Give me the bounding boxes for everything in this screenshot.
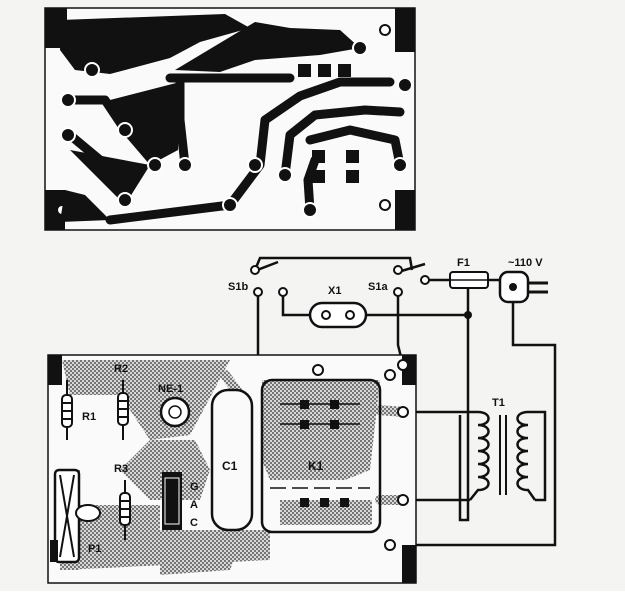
p1-label: P1 (88, 543, 101, 555)
s1b-label: S1b (228, 281, 248, 293)
copper-pour (60, 190, 110, 222)
c1-label: C1 (222, 459, 238, 473)
board-corner-tab (402, 545, 416, 583)
ne1-label: NE-1 (158, 383, 183, 395)
pin-g-label: G (190, 481, 199, 493)
transformer-t1 (469, 410, 537, 501)
mains-voltage-label: ~110 V (508, 257, 543, 269)
junction-dot (464, 311, 472, 319)
potentiometer-p1[interactable] (50, 468, 101, 564)
x1-label: X1 (328, 285, 341, 297)
board-corner-tab (395, 8, 415, 52)
bottom-pcb-component-layout: K1 C1 NE-1 R1 R2 (47, 354, 417, 584)
k1-label: K1 (308, 459, 324, 473)
copper-pour (175, 22, 360, 72)
resistor-r2 (117, 380, 129, 440)
mounting-hole (384, 539, 396, 551)
r1-label: R1 (82, 411, 96, 423)
scr-device (162, 472, 182, 530)
r3-label: R3 (114, 463, 128, 475)
switch-s1b[interactable] (250, 265, 288, 297)
fuse-f1 (449, 271, 489, 289)
board-corner-tab (45, 190, 65, 230)
r2-label: R2 (114, 363, 128, 375)
copper-pour (60, 14, 250, 74)
pin-a-label: A (190, 499, 198, 511)
board-corner-tab (48, 355, 62, 385)
mounting-hole (379, 199, 391, 211)
x1-socket (308, 301, 368, 329)
pin-c-label: C (190, 517, 198, 529)
top-pcb-copper-layout (44, 7, 416, 231)
s1a-label: S1a (368, 281, 388, 293)
round-pads (60, 40, 413, 218)
mounting-hole (384, 369, 396, 381)
board-corner-tab (395, 190, 415, 230)
square-pads (298, 64, 359, 183)
copper-pour (110, 82, 180, 165)
board-edge-pads (312, 359, 409, 506)
resistor-r1 (61, 380, 73, 440)
relay-k1 (260, 378, 382, 534)
resistor-r3 (119, 480, 131, 540)
capacitor-c1 (210, 388, 254, 532)
t1-label: T1 (492, 397, 505, 409)
mounting-hole (379, 24, 391, 36)
mains-plug (498, 270, 548, 304)
switch-s1a[interactable] (393, 265, 430, 297)
f1-label: F1 (457, 257, 470, 269)
